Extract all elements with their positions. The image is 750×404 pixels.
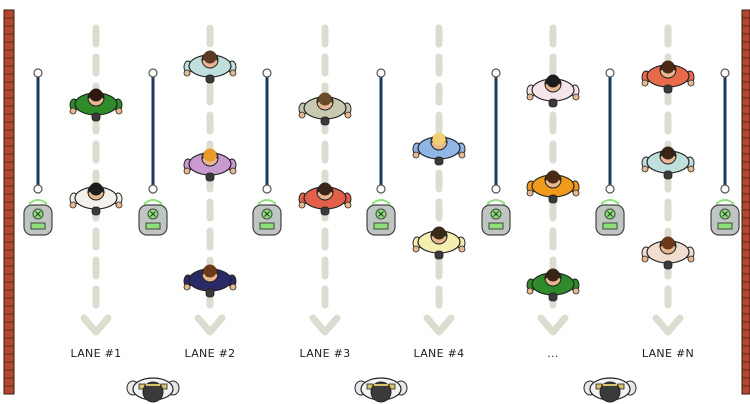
lane-label-5: ... bbox=[508, 347, 598, 360]
person-12 bbox=[527, 269, 579, 302]
person-13 bbox=[642, 61, 694, 94]
barrier-1 bbox=[24, 69, 52, 235]
attendant-1 bbox=[127, 378, 179, 402]
person-11 bbox=[527, 171, 579, 204]
person-6 bbox=[299, 93, 351, 126]
attendant-2 bbox=[355, 378, 407, 402]
lane-label-1: LANE #1 bbox=[51, 347, 141, 360]
gate-scanner-icon bbox=[596, 200, 624, 235]
gate-scanner-icon bbox=[711, 200, 739, 235]
barrier-4 bbox=[367, 69, 395, 235]
person-5 bbox=[184, 265, 236, 298]
person-9 bbox=[413, 227, 465, 260]
gate-scanner-icon bbox=[253, 200, 281, 235]
lane-label-4: LANE #4 bbox=[394, 347, 484, 360]
barrier-2 bbox=[139, 69, 167, 235]
gate-scanner-icon bbox=[367, 200, 395, 235]
lane-label-6: LANE #N bbox=[623, 347, 713, 360]
person-14 bbox=[642, 147, 694, 180]
barrier-3 bbox=[253, 69, 281, 235]
barrier-5 bbox=[482, 69, 510, 235]
lane-arrow-4 bbox=[427, 28, 451, 332]
attendant-3 bbox=[584, 378, 636, 402]
lane-arrow-3 bbox=[313, 28, 337, 332]
right-brick-wall bbox=[742, 10, 750, 394]
person-15 bbox=[642, 237, 694, 270]
lane-label-3: LANE #3 bbox=[280, 347, 370, 360]
person-3 bbox=[184, 51, 236, 84]
person-4 bbox=[184, 149, 236, 182]
lane-arrow-1 bbox=[84, 28, 108, 332]
person-8 bbox=[413, 133, 465, 166]
gate-scanner-icon bbox=[482, 200, 510, 235]
lane-label-2: LANE #2 bbox=[165, 347, 255, 360]
left-brick-wall bbox=[4, 10, 14, 394]
person-10 bbox=[527, 75, 579, 108]
person-2 bbox=[70, 183, 122, 216]
lane-barriers bbox=[24, 69, 739, 235]
barrier-7 bbox=[711, 69, 739, 235]
person-1 bbox=[70, 89, 122, 122]
barrier-6 bbox=[596, 69, 624, 235]
gate-scanner-icon bbox=[139, 200, 167, 235]
person-7 bbox=[299, 183, 351, 216]
gate-scanner-icon bbox=[24, 200, 52, 235]
attendants-layer bbox=[127, 378, 636, 402]
